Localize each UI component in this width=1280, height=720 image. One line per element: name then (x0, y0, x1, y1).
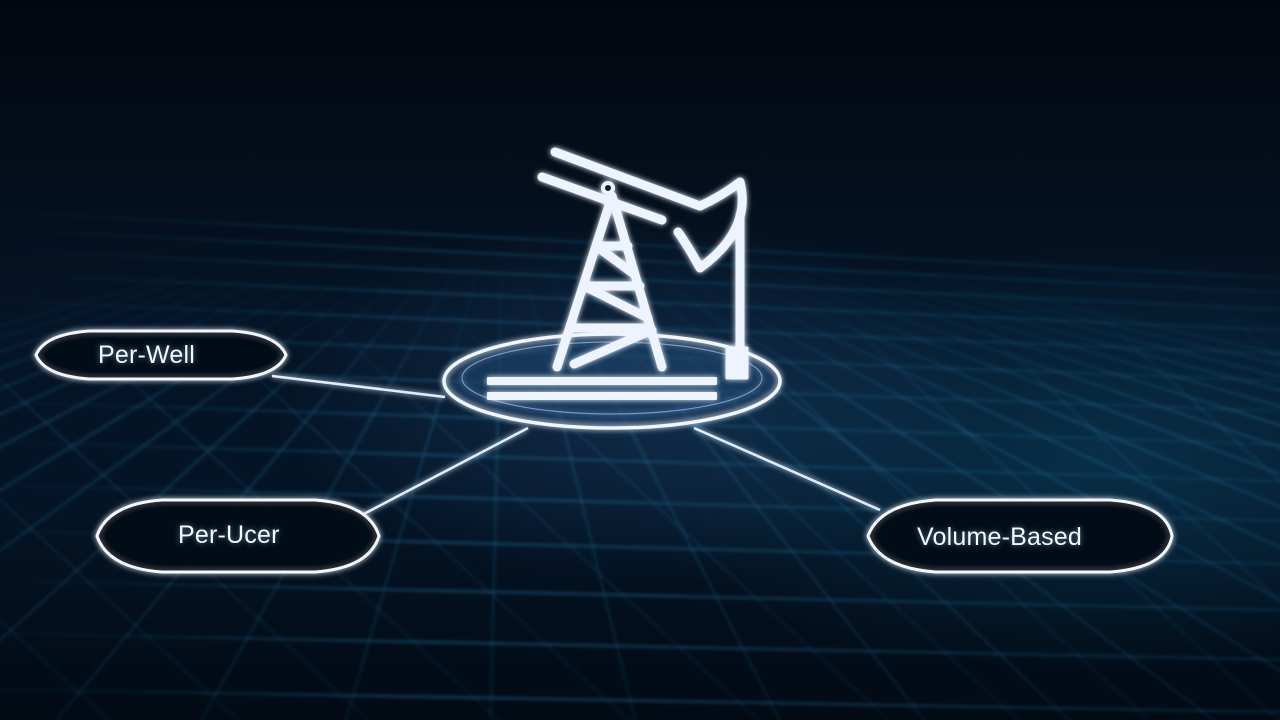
node-per-well-label: Per-Well (98, 341, 195, 369)
node-per-user-label: Per-Ucer (178, 521, 280, 549)
node-shape-per-well (34, 329, 288, 381)
connector-per-well (271, 374, 446, 399)
node-volume-based-label: Volume-Based (917, 523, 1082, 551)
connector-per-user (359, 426, 529, 518)
node-shape-volume-based (866, 498, 1174, 574)
oil-pump-jack-icon (487, 147, 749, 400)
connector-volume-based (693, 426, 881, 512)
hub-platform-inner (461, 341, 763, 415)
node-shape-per-user (95, 498, 381, 574)
